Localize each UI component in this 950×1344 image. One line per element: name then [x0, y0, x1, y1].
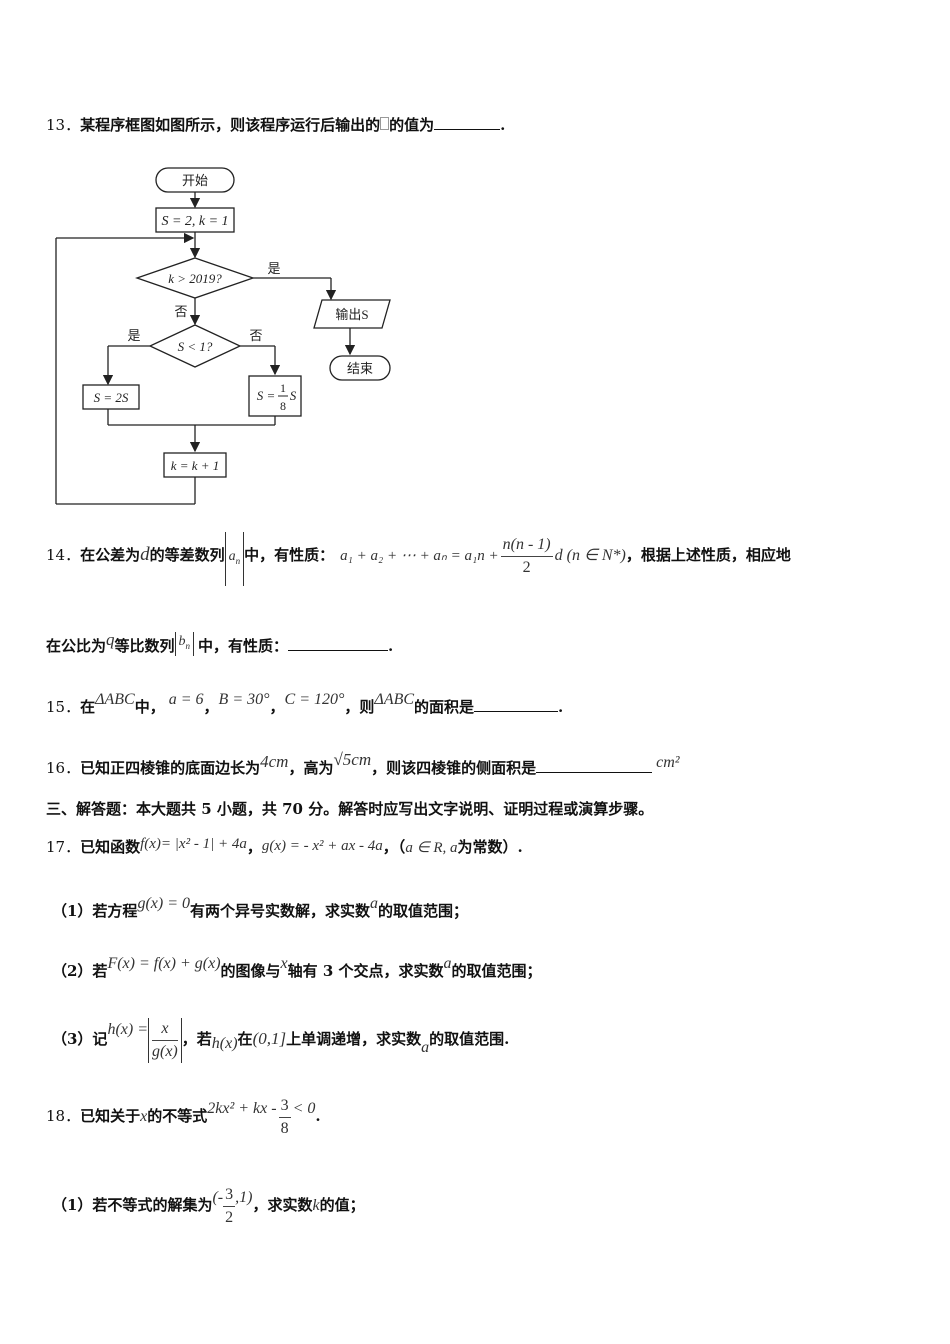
flow-end-terminal [329, 355, 391, 381]
flowchart: 开始 S = 2, k = 1 k > 2019? 是 否 输出S 结束 S <… [55, 167, 391, 505]
flow-start-label: 开始 [182, 173, 208, 188]
answer-blank [474, 697, 559, 712]
flow-decision-s [148, 324, 242, 368]
answer-blank [434, 115, 501, 130]
q17-stem: 17．已知函数f(x)= |x² - 1| + 4a，g(x) = - x² +… [46, 836, 523, 856]
flow-assign2-label: S = [257, 388, 276, 403]
flow-inc-label: k = k + 1 [171, 458, 220, 473]
flow-assign2-num: 1 [280, 381, 286, 395]
flow-output-box [313, 299, 391, 329]
flow-yes2-label: 是 [127, 328, 140, 343]
flow-assign2-den: 8 [280, 399, 286, 413]
flow-cond1-label: k > 2019? [168, 271, 222, 286]
section-heading: 三、解答题：本大题共 5 小题，共 70 分。解答时应写出文字说明、证明过程或演… [46, 800, 654, 818]
q13-stem: 13．某程序框图如图所示，则该程序运行后输出的的值为. [46, 115, 506, 134]
flow-no-label: 否 [174, 304, 187, 319]
q17-part1: （1）若方程g(x) = 0有两个异号实数解，求实数a的取值范围； [52, 895, 469, 920]
flow-cond2-label: S < 1? [178, 339, 213, 354]
q17-part2: （2）若F(x) = f(x) + g(x)的图像与x轴有 3 个交点，求实数a… [52, 955, 542, 980]
flow-assign2-s: S [290, 388, 297, 403]
q15-stem: 15．在ΔABC中，a = 6，B = 30°，C = 120°，则ΔABC的面… [46, 691, 564, 716]
flow-assign1-label: S = 2S [94, 390, 129, 405]
flow-assign-double [82, 384, 140, 410]
function-g: g(x) = - x² + ax - 4a [261, 838, 383, 854]
answer-blank [536, 758, 653, 773]
flow-output-label: 输出S [335, 307, 368, 322]
flow-end-label: 结束 [347, 361, 373, 376]
function-f: f(x)= |x² - 1| + 4a [140, 836, 247, 852]
answer-blank [288, 636, 389, 651]
sequence-a: an [224, 532, 245, 586]
missing-glyph-box [380, 117, 390, 130]
flow-init-label: S = 2, k = 1 [161, 214, 228, 229]
flow-no2-label: 否 [249, 328, 262, 343]
sum-formula: a₁ + a₂ + ⋯ + aₙ = a₁n + [340, 548, 499, 564]
question-number: 13． [46, 116, 81, 134]
sequence-b: bn [174, 632, 195, 656]
sum-fraction: n(n - 1)2 [500, 535, 553, 576]
flow-yes-label: 是 [267, 261, 280, 276]
